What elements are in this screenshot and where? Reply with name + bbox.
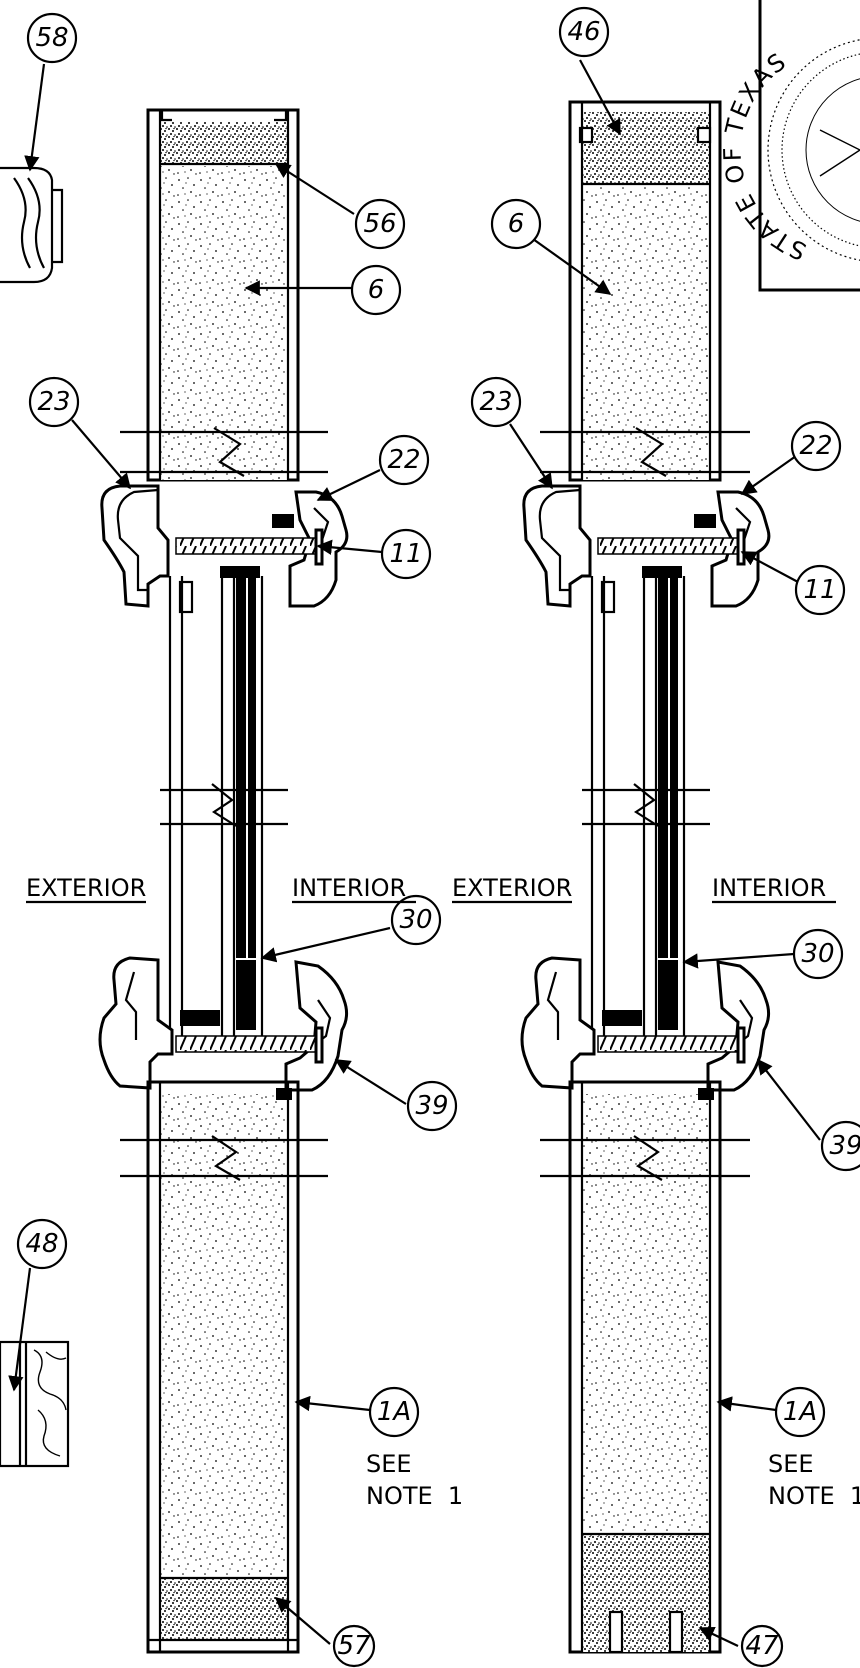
- interior-label-left: INTERIOR: [292, 874, 406, 902]
- callout-11-right: 11: [794, 564, 846, 616]
- leader-23a: [71, 419, 131, 490]
- leader-6b: [525, 233, 612, 295]
- callout-57-label: 57: [337, 1631, 371, 1661]
- callout-22-left: 22: [378, 434, 430, 486]
- callout-30-left: 30: [390, 894, 442, 946]
- leader-23b: [509, 423, 553, 490]
- exterior-label-right: EXTERIOR: [452, 874, 572, 902]
- leader-58: [24, 63, 46, 172]
- right-door-section: [520, 100, 771, 1654]
- callout-23-left: 23: [28, 376, 80, 428]
- callout-30-left-label: 30: [399, 905, 432, 935]
- detail-48-fragment: [0, 1340, 70, 1468]
- callout-22-right: 22: [790, 420, 842, 472]
- callout-1A-left-label: 1A: [377, 1397, 411, 1427]
- note-right-line2: NOTE 1: [768, 1482, 860, 1510]
- callout-22-left-label: 22: [387, 445, 420, 475]
- callout-6-left: 6: [350, 264, 402, 316]
- callout-58: 58: [26, 12, 78, 64]
- callout-1A-right-label: 1A: [783, 1397, 817, 1427]
- leader-30b: [682, 952, 795, 969]
- engineer-seal: STATE OF TEXAS: [719, 0, 860, 292]
- leader-57: [274, 1597, 331, 1645]
- leader-39a: [334, 1059, 407, 1105]
- leader-11a: [316, 539, 383, 555]
- note-left-line2: NOTE 1: [366, 1482, 463, 1510]
- detail-58-fragment: [0, 166, 64, 284]
- callout-39-left: 39: [406, 1080, 458, 1132]
- callout-47: 47: [740, 1624, 784, 1668]
- callout-23-right: 23: [470, 376, 522, 428]
- callout-30-right-label: 30: [801, 939, 834, 969]
- leader-11b: [740, 551, 799, 583]
- callout-56: 56: [354, 198, 406, 250]
- leader-22a: [316, 469, 381, 501]
- callout-23-left-label: 23: [37, 387, 70, 417]
- callout-57: 57: [332, 1624, 376, 1668]
- side-labels: EXTERIOR INTERIOR EXTERIOR INTERIOR SEE …: [26, 874, 860, 1510]
- callout-48: 48: [16, 1218, 68, 1270]
- callout-47-label: 47: [745, 1631, 779, 1661]
- left-door-section: [98, 108, 349, 1654]
- leader-30a: [260, 926, 391, 963]
- callout-39-right-label: 39: [829, 1131, 860, 1161]
- leader-46: [579, 59, 621, 136]
- callout-39-left-label: 39: [415, 1091, 448, 1121]
- interior-label-right: INTERIOR: [712, 874, 826, 902]
- callout-56-label: 56: [363, 209, 396, 239]
- leader-47: [698, 1626, 739, 1647]
- seal-text: STATE OF TEXAS: [719, 47, 811, 266]
- callout-48-label: 48: [25, 1229, 58, 1259]
- callout-46: 46: [558, 6, 610, 58]
- exterior-label-left: EXTERIOR: [26, 874, 146, 902]
- callout-6-right-label: 6: [508, 209, 525, 239]
- callout-6-left-label: 6: [368, 275, 385, 305]
- callout-11-left-label: 11: [389, 539, 422, 569]
- callout-46-label: 46: [567, 17, 600, 47]
- callout-22-right-label: 22: [799, 431, 832, 461]
- note-right-line1: SEE: [768, 1450, 814, 1478]
- note-left-line1: SEE: [366, 1450, 412, 1478]
- leader-1Ab: [716, 1396, 777, 1412]
- callout-23-right-label: 23: [479, 387, 512, 417]
- callout-1A-left: 1A: [368, 1386, 420, 1438]
- leader-39b: [757, 1058, 821, 1141]
- callout-11-right-label: 11: [803, 575, 836, 605]
- callout-58-label: 58: [35, 23, 68, 53]
- leader-48: [8, 1267, 32, 1392]
- leader-lines: [8, 59, 821, 1647]
- leader-1Aa: [294, 1395, 371, 1412]
- leader-22b: [740, 455, 797, 495]
- callout-1A-right: 1A: [774, 1386, 826, 1438]
- leader-56: [274, 163, 355, 215]
- callout-6-right: 6: [490, 198, 542, 250]
- callout-30-right: 30: [792, 928, 844, 980]
- callout-39-right: 39: [820, 1120, 860, 1172]
- callout-11-left: 11: [380, 528, 432, 580]
